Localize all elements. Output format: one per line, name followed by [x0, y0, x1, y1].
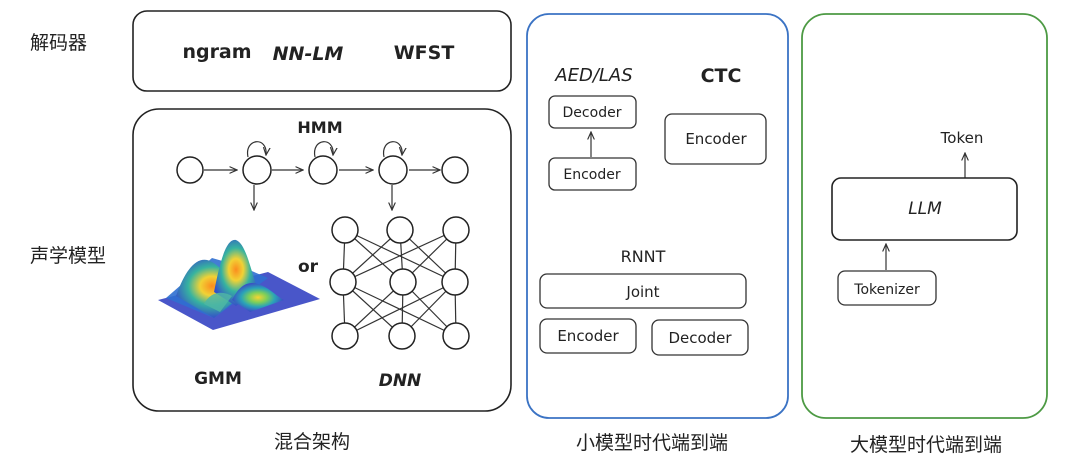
dnn-node-1-1 — [331, 216, 359, 244]
ctc-encoder-label: Encoder — [685, 130, 747, 148]
hmm-state-4 — [378, 155, 408, 185]
gmm-surface — [158, 239, 320, 330]
rnnt-decoder-box — [651, 319, 749, 356]
small-model-caption: 小模型时代端到端 — [576, 432, 728, 454]
dnn-node-3-1 — [331, 322, 359, 350]
aed-decoder-box — [548, 95, 637, 129]
dnn-node-2-1 — [329, 268, 357, 296]
decoder-wfst: WFST — [394, 42, 455, 64]
rnnt-encoder-box — [539, 318, 637, 354]
hmm-state-5 — [441, 156, 469, 184]
large-model-caption: 大模型时代端到端 — [850, 434, 1002, 456]
hmm-state-1 — [176, 156, 204, 184]
llm-label: LLM — [908, 199, 942, 219]
dnn-node-3-3 — [442, 322, 470, 350]
or-label: or — [298, 257, 319, 277]
rnnt-joint-label: Joint — [625, 283, 659, 301]
dnn-label: DNN — [379, 371, 422, 391]
dnn-node-2-3 — [441, 268, 469, 296]
hybrid-caption: 混合架构 — [274, 431, 350, 453]
dnn-node-1-2 — [386, 216, 414, 244]
large-model-e2e-panel — [801, 13, 1048, 419]
rnnt-decoder-label: Decoder — [668, 329, 732, 347]
dnn-node-1-3 — [442, 216, 470, 244]
decoder-ngram: ngram — [182, 41, 251, 63]
acoustic-model-row-label: 声学模型 — [30, 245, 106, 267]
rnnt-title: RNNT — [621, 247, 666, 266]
hmm-state-2 — [242, 155, 272, 185]
ctc-title: CTC — [701, 65, 742, 87]
tokenizer-label: Tokenizer — [853, 282, 920, 298]
decoder-nn-lm: NN-LM — [273, 43, 344, 65]
hybrid-acoustic-box — [132, 108, 512, 412]
dnn-network — [329, 216, 470, 350]
token-output-label: Token — [940, 129, 984, 147]
aed-decoder-label: Decoder — [563, 105, 622, 121]
dnn-node-3-2 — [388, 322, 416, 350]
rnnt-joint-box — [539, 273, 747, 309]
tokenizer-box — [837, 270, 937, 306]
gmm-label: GMM — [194, 369, 242, 389]
small-model-e2e-panel — [526, 13, 789, 419]
decoder-row-label: 解码器 — [30, 32, 87, 54]
decoder-box — [132, 10, 512, 92]
aed-encoder-box — [548, 157, 637, 191]
aed-las-title: AED/LAS — [554, 65, 632, 86]
hmm-label: HMM — [297, 118, 342, 137]
hmm-chain — [176, 141, 469, 210]
dnn-node-2-2 — [389, 268, 417, 296]
llm-box — [831, 177, 1018, 241]
hmm-state-3 — [308, 155, 338, 185]
rnnt-encoder-label: Encoder — [557, 327, 619, 345]
aed-encoder-label: Encoder — [563, 167, 620, 183]
ctc-encoder-box — [664, 113, 767, 165]
